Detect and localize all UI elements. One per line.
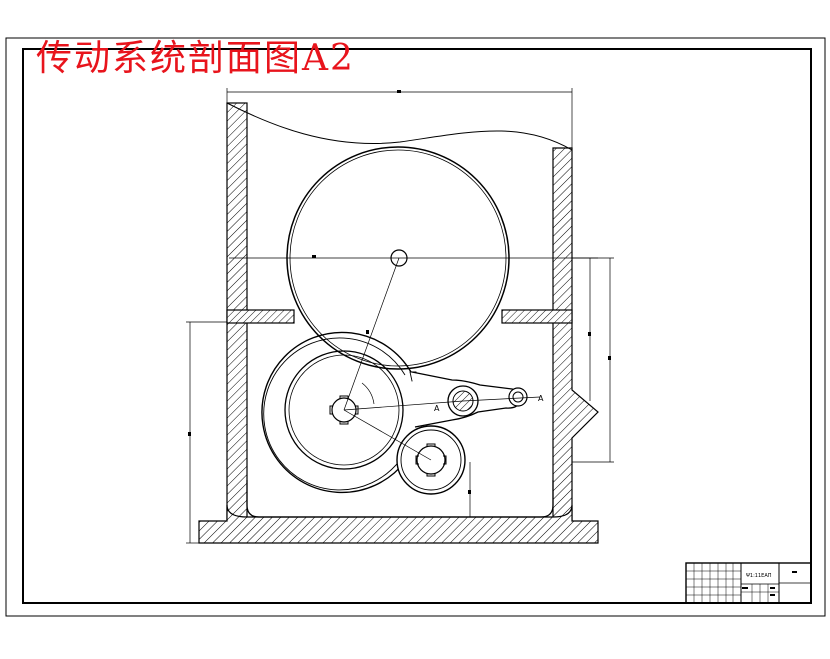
title-block xyxy=(685,562,812,604)
dimensions xyxy=(186,88,614,544)
sheet-border xyxy=(5,37,826,617)
center-lines xyxy=(229,257,598,461)
drawing-title: 传动系统剖面图A2 xyxy=(36,38,355,79)
rocker-arm xyxy=(411,371,528,428)
title-block-drawing-name: Ψ1:11EAΠ xyxy=(746,573,772,579)
section-mark-right: A xyxy=(538,394,544,403)
housing-section xyxy=(198,102,599,544)
drawing-frame xyxy=(22,48,812,604)
section-mark-left: A xyxy=(434,404,440,413)
